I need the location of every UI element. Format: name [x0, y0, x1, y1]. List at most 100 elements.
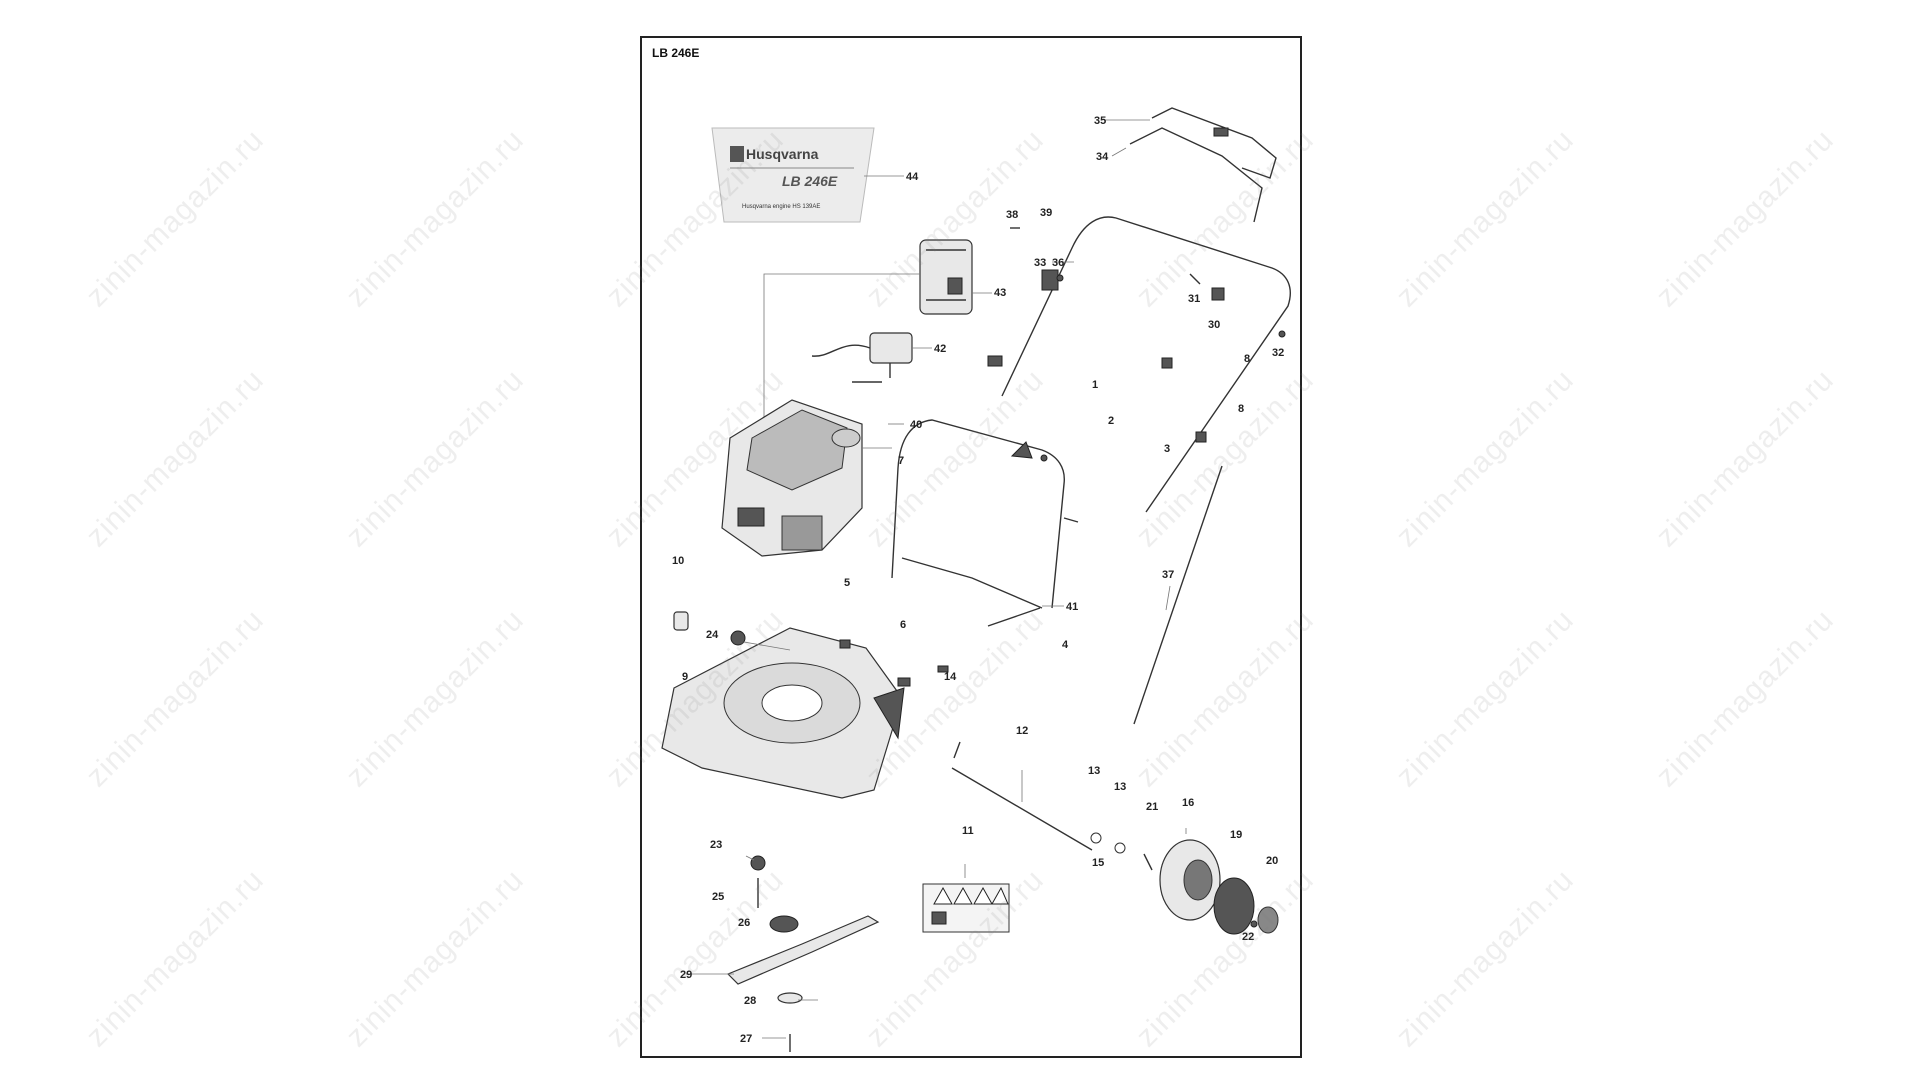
watermark: zinin-magazin.ru	[340, 363, 531, 554]
clamp-1	[987, 355, 1003, 367]
part-num-14: 14	[944, 671, 957, 683]
part-num-41: 41	[1066, 601, 1078, 613]
part-num-10: 10	[672, 555, 684, 567]
battery-43	[919, 239, 973, 315]
washer-28	[777, 992, 803, 1004]
watermark: zinin-magazin.ru	[1390, 863, 1581, 1054]
bail-35	[1151, 107, 1277, 179]
part-24	[730, 630, 746, 646]
part-num-39: 39	[1040, 207, 1052, 219]
part-num-13b: 13	[1114, 781, 1126, 793]
part-num-35: 35	[1094, 115, 1106, 127]
part-6	[897, 677, 911, 687]
part-4	[937, 665, 949, 673]
part-num-38: 38	[1006, 209, 1018, 221]
adapter-26	[769, 915, 799, 933]
lower-handle-40	[891, 419, 1065, 627]
bolt-3	[1063, 517, 1079, 523]
part-num-36: 36	[1052, 257, 1064, 269]
model-title: LB 246E	[652, 46, 700, 60]
exploded-view-drawing: Husqvarna LB 246E Husqvarna engine HS 13…	[661, 107, 1291, 1052]
part-num-13a: 13	[1088, 765, 1100, 777]
part-num-21: 21	[1146, 801, 1158, 813]
part-num-29: 29	[680, 969, 692, 981]
part-num-8a: 8	[1244, 353, 1250, 365]
watermark: zinin-magazin.ru	[1650, 123, 1841, 314]
hubcap-19	[1213, 877, 1255, 935]
upper-handle-33	[1001, 216, 1291, 513]
part-num-30: 30	[1208, 319, 1220, 331]
part-22	[1250, 920, 1258, 928]
part-36	[1056, 274, 1064, 282]
part-num-3: 3	[1164, 443, 1170, 455]
watermark: zinin-magazin.ru	[1390, 123, 1581, 314]
part-num-22: 22	[1242, 931, 1254, 943]
part-8b	[1195, 431, 1207, 443]
decal-44: Husqvarna LB 246E Husqvarna engine HS 13…	[711, 127, 875, 223]
part-num-43: 43	[994, 287, 1006, 299]
pin-31	[1189, 273, 1201, 285]
part-2	[1040, 454, 1048, 462]
part-num-26: 26	[738, 917, 750, 929]
part-23	[750, 855, 766, 871]
decal-model: LB 246E	[782, 173, 838, 189]
watermark: zinin-magazin.ru	[1650, 603, 1841, 794]
part-21	[1143, 853, 1153, 871]
part-8a	[1161, 357, 1173, 369]
bar-34	[1129, 127, 1263, 223]
part-num-9: 9	[682, 671, 688, 683]
part-num-28: 28	[744, 995, 756, 1007]
part-5	[839, 639, 851, 649]
part-num-40: 40	[910, 419, 922, 431]
charger-42	[811, 332, 913, 383]
nut-20	[1257, 906, 1279, 934]
part-num-27: 27	[740, 1033, 752, 1045]
decal-engine-text: Husqvarna engine HS 139AE	[742, 204, 820, 210]
part-num-11: 11	[962, 825, 974, 837]
parts-diagram-sheet: LB 246E Husqvarna LB 246E Husqvarna engi…	[640, 36, 1302, 1058]
part-num-42: 42	[934, 343, 946, 355]
watermark: zinin-magazin.ru	[80, 603, 271, 794]
deck-9	[661, 627, 905, 799]
part-num-37: 37	[1162, 569, 1174, 581]
watermark: zinin-magazin.ru	[340, 123, 531, 314]
part-num-20: 20	[1266, 855, 1278, 867]
part-num-16: 16	[1182, 797, 1194, 809]
watermark: zinin-magazin.ru	[80, 863, 271, 1054]
part-num-25: 25	[712, 891, 724, 903]
watermark: zinin-magazin.ru	[1390, 603, 1581, 794]
part-num-7: 7	[898, 455, 904, 467]
axle-12	[951, 767, 1093, 851]
part-num-12: 12	[1016, 725, 1028, 737]
part-39	[1041, 269, 1059, 291]
part-num-24: 24	[706, 629, 719, 641]
watermark: zinin-magazin.ru	[340, 603, 531, 794]
part-num-6: 6	[900, 619, 906, 631]
decal-brand: Husqvarna	[746, 146, 819, 162]
part-num-32: 32	[1272, 347, 1284, 359]
part-num-34: 34	[1096, 151, 1109, 163]
cable-37	[1133, 465, 1223, 725]
engine-7	[721, 399, 863, 557]
warning-decal-11	[922, 883, 1010, 933]
part-30	[1211, 287, 1225, 301]
clip-14	[953, 741, 961, 759]
part-1	[1010, 441, 1033, 459]
wheel-16	[1159, 839, 1221, 921]
part-num-19: 19	[1230, 829, 1242, 841]
watermark: zinin-magazin.ru	[340, 863, 531, 1054]
part-num-23: 23	[710, 839, 722, 851]
husqvarna-logo-icon	[730, 146, 744, 162]
badge-10	[673, 611, 689, 631]
part-num-1: 1	[1092, 379, 1098, 391]
blade-29	[726, 915, 880, 985]
washer-13b	[1114, 842, 1126, 854]
watermark: zinin-magazin.ru	[80, 123, 271, 314]
part-num-4: 4	[1062, 639, 1069, 651]
part-num-33: 33	[1034, 257, 1046, 269]
part-num-8b: 8	[1238, 403, 1244, 415]
watermark: zinin-magazin.ru	[1390, 363, 1581, 554]
part-num-44: 44	[906, 171, 919, 183]
part-num-2: 2	[1108, 415, 1114, 427]
part-num-15: 15	[1092, 857, 1104, 869]
